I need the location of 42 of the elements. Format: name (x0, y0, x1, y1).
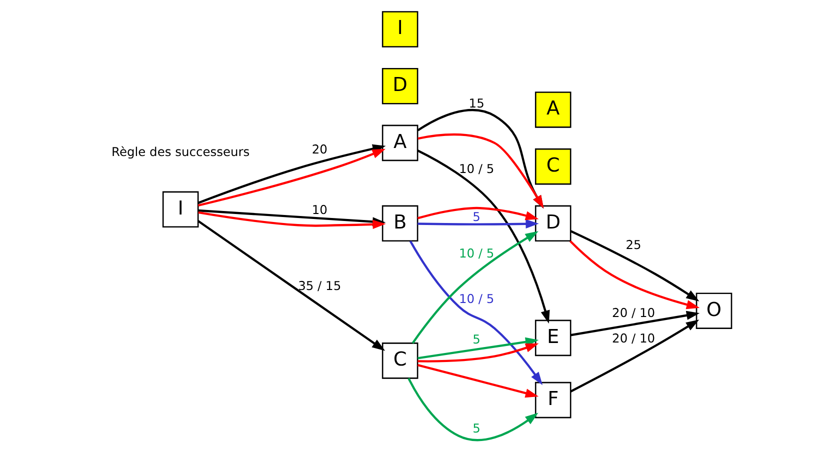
arrow (570, 310, 700, 336)
edge-label: 5 (472, 422, 480, 436)
node-box: C (381, 342, 418, 379)
arrow (416, 364, 538, 398)
arrow (408, 240, 542, 386)
arrow (417, 337, 538, 360)
node-box: I (381, 11, 418, 48)
node-box: I (162, 191, 198, 228)
edge-label: 10 / 5 (458, 162, 494, 176)
edge-label: 10 / 5 (458, 246, 494, 261)
node-box: D (534, 205, 571, 242)
node-box: A (381, 124, 418, 162)
node-box: A (534, 92, 571, 128)
edge-label: 20 (311, 142, 327, 157)
arrow (570, 320, 699, 392)
arrow (411, 231, 538, 344)
arrow (568, 240, 700, 310)
node-box: F (534, 382, 571, 418)
node-box: E (534, 320, 571, 356)
arrow (417, 343, 538, 362)
node-box: C (534, 148, 571, 185)
edge-label: 20 / 10 (612, 332, 655, 346)
arrow (407, 378, 538, 442)
node-box: O (695, 292, 732, 329)
arrow (417, 219, 538, 228)
node-box: B (381, 205, 418, 242)
arrow (416, 150, 550, 324)
arrow (417, 133, 544, 208)
edge-label: 5 (472, 210, 480, 224)
arrow (570, 230, 699, 302)
edge-label: 10 (311, 202, 327, 217)
edge-label: 25 (625, 238, 641, 252)
arrow (416, 206, 538, 220)
node-box: D (381, 68, 418, 104)
label: Règle des successeurs (111, 144, 250, 159)
arrow (197, 220, 385, 351)
arrow (416, 108, 544, 209)
edge-label: 10 / 5 (458, 292, 494, 306)
edge-label: 15 (468, 96, 484, 110)
edge-label: 35 / 15 (298, 279, 341, 294)
edge-label: 5 (472, 332, 480, 346)
edge-label: 20 / 10 (612, 306, 655, 320)
